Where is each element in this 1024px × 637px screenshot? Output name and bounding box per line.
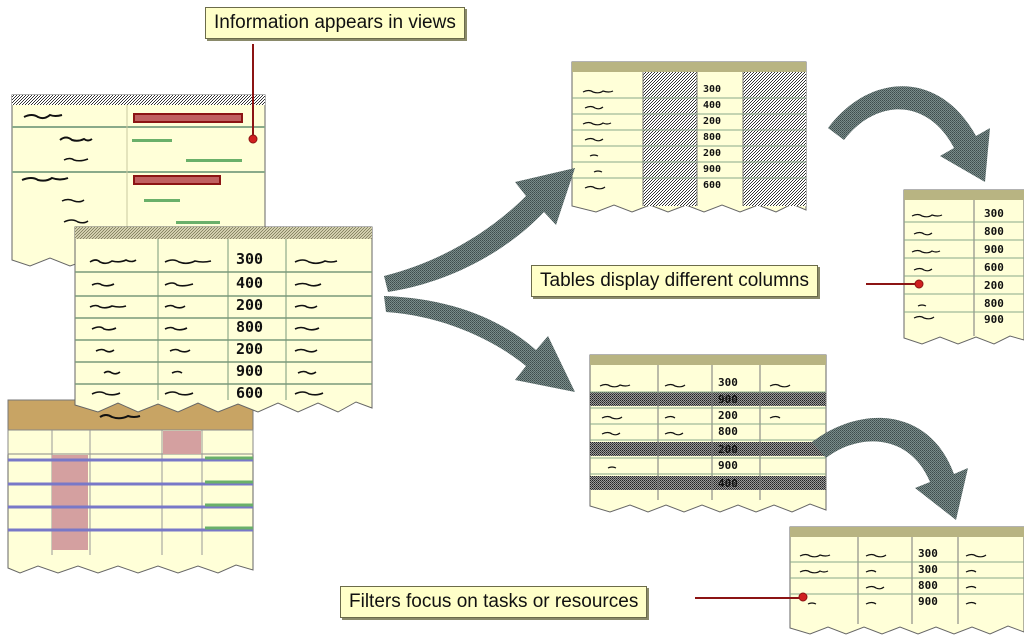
columns-number-4: 600 [984,261,1004,274]
columns-number-3: 900 [984,243,1004,256]
columns-number-7: 900 [984,313,1004,326]
filters-result-number-3: 800 [918,579,938,592]
columns-number-2: 800 [984,225,1004,238]
tables-number-7: 600 [703,180,721,191]
tables-number-3: 200 [703,116,721,127]
filters-source-number-7: 400 [718,477,738,490]
arrow-to-columns [828,86,990,182]
tables-number-1: 300 [703,84,721,95]
arrow-to-filters [384,296,575,392]
main-number-2: 400 [236,274,263,292]
arrow-to-filter-result [812,417,968,520]
callout-leaders [248,44,924,602]
main-table-sheet: 300 400 200 800 200 900 600 [74,226,373,413]
tables-number-4: 800 [703,132,721,143]
tables-number-6: 900 [703,164,721,175]
views-callout: Information appears in views [205,7,465,39]
filters-source-number-5: 200 [718,443,738,456]
columns-number-6: 800 [984,297,1004,310]
filters-source-number-3: 200 [718,409,738,422]
filters-source-number-6: 900 [718,459,738,472]
filters-source-number-2: 900 [718,393,738,406]
tables-number-5: 200 [703,148,721,159]
main-number-6: 900 [236,362,263,380]
filters-result-number-4: 900 [918,595,938,608]
tables-result-sheet: 300 400 200 800 200 900 600 [571,61,807,213]
filters-source-sheet: 300 900 200 800 200 900 400 [589,354,827,513]
filters-result-number-1: 300 [918,547,938,560]
main-number-4: 800 [236,318,263,336]
columns-number-5: 200 [984,279,1004,292]
filters-source-number-4: 800 [718,425,738,438]
columns-result-sheet: 300 800 900 600 200 800 900 [903,189,1024,345]
filters-source-number-1: 300 [718,376,738,389]
main-number-5: 200 [236,340,263,358]
columns-number-1: 300 [984,207,1004,220]
tables-callout: Tables display different columns [531,265,818,297]
usage-view-sheet [7,399,254,574]
main-number-3: 200 [236,296,263,314]
tables-number-2: 400 [703,100,721,111]
filters-callout: Filters focus on tasks or resources [340,586,648,618]
gantt-view-sheet [11,94,266,267]
arrow-to-tables [384,168,575,292]
main-number-7: 600 [236,384,263,402]
filters-result-sheet: 300 300 800 900 [789,526,1024,635]
filters-result-number-2: 300 [918,563,938,576]
main-number-1: 300 [236,250,263,268]
